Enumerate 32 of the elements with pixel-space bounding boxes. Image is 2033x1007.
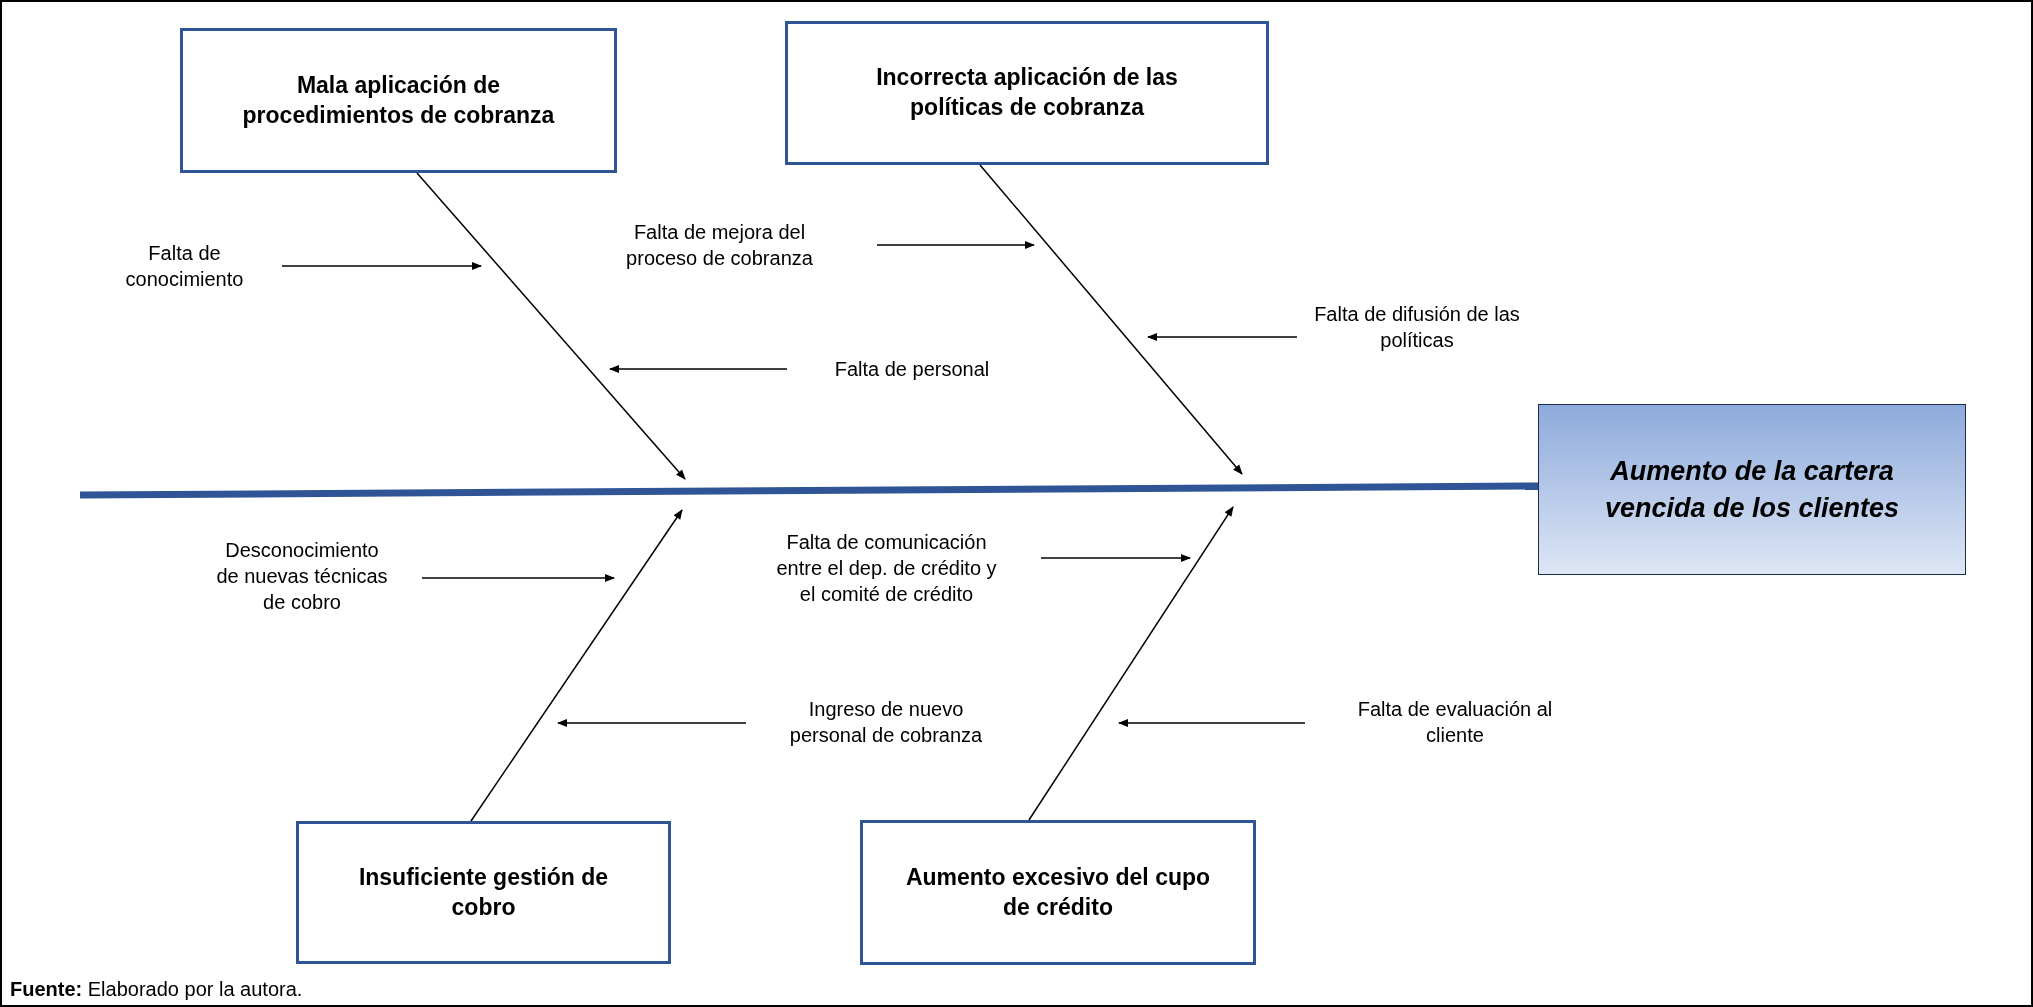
cause-text: Falta de difusión de las políticas bbox=[1313, 302, 1521, 353]
cause-text: Falta de mejora del proceso de cobranza bbox=[625, 220, 814, 271]
arrow bbox=[1028, 506, 1234, 821]
cause-text: Falta de personal bbox=[834, 357, 990, 382]
arrow bbox=[1118, 719, 1306, 727]
arrow bbox=[421, 574, 615, 582]
arrow bbox=[1040, 554, 1191, 562]
box-label: Aumento excesivo del cupo de crédito bbox=[904, 862, 1212, 922]
category-box bbox=[785, 21, 1269, 165]
arrow bbox=[979, 164, 1243, 475]
effect-box bbox=[1538, 404, 1966, 575]
arrow bbox=[470, 509, 683, 822]
arrow bbox=[557, 719, 747, 727]
box-label: Mala aplicación de procedimientos de cobranza bbox=[241, 70, 556, 130]
cause-text: Falta de conocimiento bbox=[124, 241, 245, 292]
arrow bbox=[416, 172, 686, 480]
arrow bbox=[876, 241, 1035, 249]
category-box bbox=[180, 28, 617, 173]
category-box bbox=[296, 821, 671, 964]
spine-arrow bbox=[79, 482, 1539, 499]
arrow bbox=[281, 262, 482, 270]
arrow bbox=[1147, 333, 1298, 341]
box-label: Insuficiente gestión de cobro bbox=[357, 862, 610, 922]
cause-text: Falta de evaluación al cliente bbox=[1356, 697, 1554, 748]
cause-text: Falta de comunicación entre el dep. de crédito y el comité de crédito bbox=[775, 530, 998, 607]
cause-text: Ingreso de nuevo personal de cobranza bbox=[788, 697, 984, 748]
effect-label: Aumento de la cartera vencida de los clientes bbox=[1603, 455, 1901, 525]
arrow bbox=[609, 365, 788, 373]
box-label: Incorrecta aplicación de las políticas de cobranza bbox=[875, 63, 1179, 122]
category-box bbox=[860, 820, 1256, 965]
source-caption: Fuente: Elaborado por la autora. bbox=[10, 978, 303, 1001]
cause-text: Desconocimiento de nuevas técnicas de cobro bbox=[215, 538, 389, 615]
